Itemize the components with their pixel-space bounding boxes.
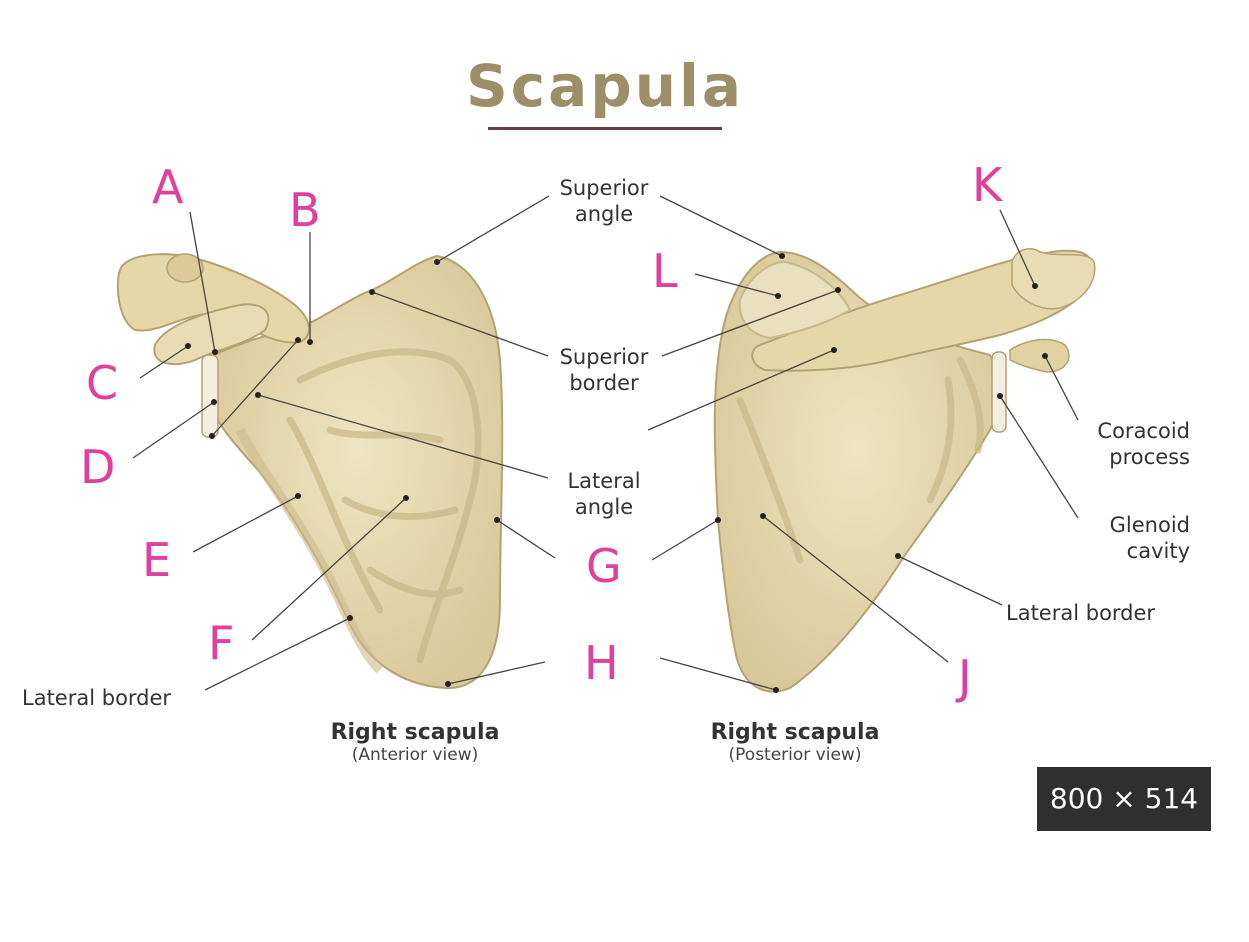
letter-h: H [584,636,619,690]
posterior-acromion-head [1011,248,1096,310]
label-coracoid-process-line2: process [1109,445,1190,469]
label-superior-angle-line1: Superior [559,176,649,200]
anterior-fossa-ridges [286,348,482,664]
caption-anterior-subtitle: (Anterior view) [351,745,479,765]
anterior-glenoid [201,354,219,438]
letter-k: K [972,158,1003,212]
label-glenoid-cavity-line2: cavity [1126,539,1190,563]
label-glenoid-cavity-line1: Glenoid [1109,513,1190,537]
label-coracoid-process: Coracoid process [1040,418,1190,470]
image-size-badge: 800 × 514 [1037,767,1211,831]
posterior-coracoid [1009,338,1070,373]
letter-j: J [958,650,972,704]
label-lateral-border-anterior: Lateral border [22,686,172,710]
letter-e: E [142,533,172,587]
anterior-lateral-shadow [235,427,384,674]
anterior-scapula [116,253,504,690]
label-lateral-angle-line1: Lateral [567,469,641,493]
label-superior-border-line1: Superior [559,345,649,369]
label-glenoid-cavity: Glenoid cavity [1040,512,1190,564]
label-lateral-border-posterior: Lateral border [1006,601,1156,625]
letter-f: F [208,616,235,670]
diagram-title: Scapula [465,52,745,120]
caption-anterior-title: Right scapula [330,720,500,745]
posterior-scapula [713,248,1096,693]
label-coracoid-process-line1: Coracoid [1097,419,1190,443]
label-superior-border: Superior border [544,344,664,396]
letter-g: G [586,539,622,593]
letter-d: D [80,440,116,494]
leader-dots [185,253,1048,693]
label-lateral-angle-line2: angle [574,495,634,519]
caption-posterior-title: Right scapula [710,720,880,745]
title-underline [488,127,722,130]
leader-lines [132,195,1079,691]
label-superior-border-line2: border [569,371,639,395]
label-superior-angle-line2: angle [574,202,634,226]
posterior-supraspinous [738,260,852,340]
letter-c: C [86,356,119,410]
label-superior-angle: Superior angle [544,175,664,227]
letter-a: A [152,160,184,214]
anterior-acromion-tip [166,253,204,283]
caption-posterior-subtitle: (Posterior view) [728,745,862,765]
caption-posterior: Right scapula (Posterior view) [680,720,910,765]
posterior-glenoid [991,351,1007,433]
caption-anterior: Right scapula (Anterior view) [300,720,530,765]
label-lateral-angle: Lateral angle [544,468,664,520]
letter-b: B [289,183,321,237]
letter-l: L [652,244,678,298]
